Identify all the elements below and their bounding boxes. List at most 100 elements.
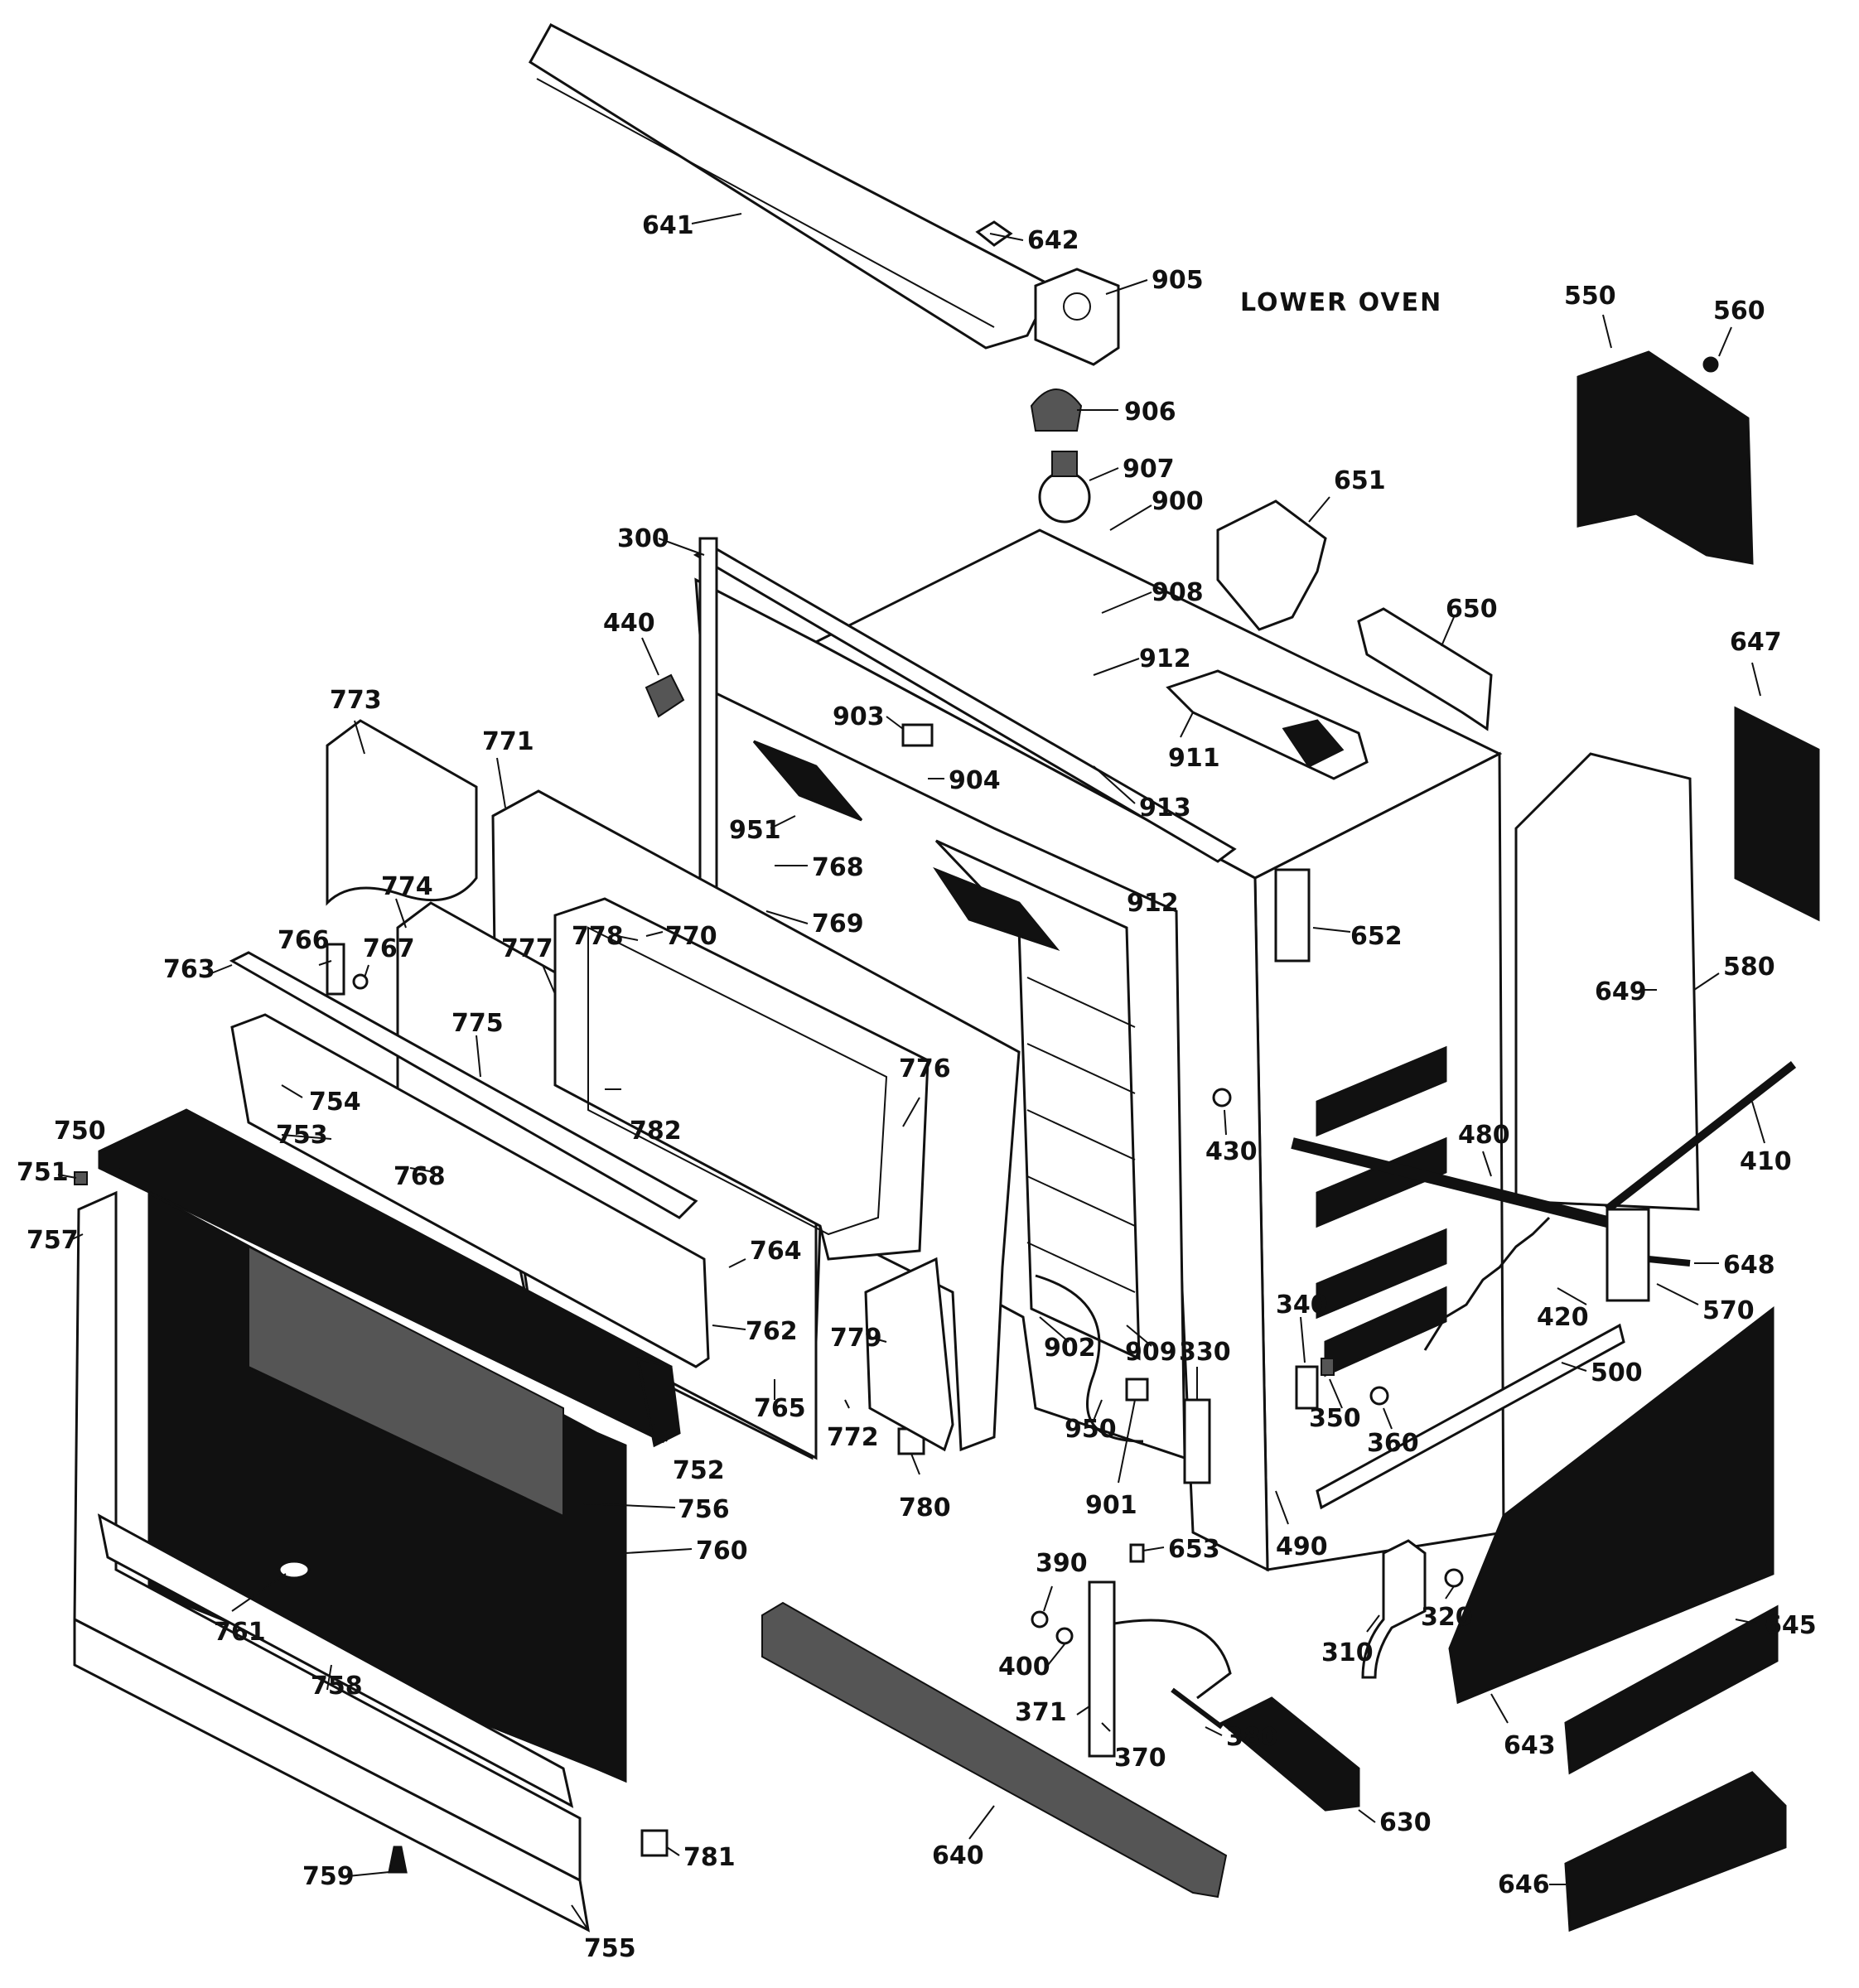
label-420: 420 (1537, 1303, 1589, 1332)
part-759-shape (388, 1846, 408, 1874)
label-648: 648 (1723, 1251, 1775, 1280)
rack-lines (1026, 977, 1136, 1293)
label-320: 320 (1421, 1603, 1473, 1632)
label-902: 902 (1044, 1334, 1096, 1363)
part-hinge-arc (1113, 1619, 1232, 1700)
label-641: 641 (642, 211, 694, 240)
part-779-shape (864, 1257, 954, 1452)
label-370: 370 (1114, 1744, 1166, 1773)
part-648-shape (1648, 1256, 1691, 1267)
label-640: 640 (932, 1841, 984, 1870)
label-570: 570 (1702, 1296, 1755, 1325)
part-903-shape (901, 723, 934, 747)
label-912a: 912 (1139, 644, 1191, 673)
label-761: 761 (214, 1618, 266, 1647)
part-646-shape (1564, 1771, 1787, 1933)
label-440: 440 (603, 609, 655, 638)
part-902-wire (1035, 1274, 1144, 1443)
label-371: 371 (1015, 1698, 1067, 1727)
label-777: 777 (501, 934, 553, 963)
label-766: 766 (278, 926, 330, 955)
part-901-shape (1125, 1378, 1149, 1402)
part-640-shape (761, 1601, 1228, 1899)
label-950: 950 (1065, 1415, 1117, 1444)
label-773: 773 (330, 686, 382, 715)
label-768b: 768 (394, 1162, 446, 1191)
part-776-glass (587, 926, 888, 1236)
side-slot-2 (1316, 1136, 1447, 1228)
label-758: 758 (311, 1672, 363, 1701)
part-763-shape (229, 951, 698, 1219)
liner-window-lower (933, 866, 1060, 952)
part-752-shape (636, 1356, 681, 1448)
part-580-shape (1514, 752, 1700, 1211)
artwork (73, 22, 1820, 1933)
part-766-shape (326, 943, 345, 996)
label-903: 903 (833, 702, 885, 731)
label-775: 775 (451, 1009, 504, 1038)
label-911: 911 (1168, 744, 1220, 773)
label-907: 907 (1123, 455, 1175, 484)
part-907-base (1051, 451, 1078, 477)
side-slot-3 (1316, 1228, 1447, 1320)
part-652-shape (1274, 868, 1311, 963)
label-764: 764 (750, 1237, 802, 1266)
part-570-shape (1606, 1208, 1650, 1302)
label-905: 905 (1152, 266, 1204, 295)
part-758-frame (97, 1513, 574, 1808)
part-400-shape (1055, 1627, 1074, 1645)
label-772: 772 (827, 1423, 879, 1452)
label-651: 651 (1334, 466, 1386, 495)
part-761-shape (278, 1560, 311, 1580)
part-380-shape (1171, 1687, 1224, 1730)
label-650: 650 (1446, 595, 1498, 624)
label-560: 560 (1713, 297, 1765, 326)
label-652: 652 (1350, 922, 1403, 951)
label-762: 762 (746, 1317, 798, 1346)
label-908: 908 (1152, 578, 1204, 607)
liner-window-upper (752, 740, 863, 822)
label-630: 630 (1379, 1808, 1432, 1837)
part-320-shape (1444, 1568, 1464, 1588)
label-753: 753 (276, 1121, 328, 1150)
label-300: 300 (617, 524, 669, 553)
label-776: 776 (899, 1054, 951, 1083)
label-901: 901 (1085, 1491, 1137, 1520)
label-755: 755 (584, 1934, 636, 1963)
part-647-shape (1734, 706, 1820, 922)
label-647: 647 (1730, 628, 1782, 657)
label-763: 763 (163, 955, 215, 984)
label-951: 951 (729, 816, 781, 845)
label-646: 646 (1498, 1870, 1550, 1899)
part-370-shape (1088, 1580, 1116, 1758)
label-410: 410 (1740, 1147, 1792, 1176)
label-490: 490 (1276, 1532, 1328, 1561)
part-500-shape (1316, 1323, 1625, 1510)
part-480-shape (1291, 1137, 1625, 1232)
part-905-shape (1034, 268, 1120, 366)
part-906-shape (1030, 388, 1083, 432)
label-774: 774 (381, 872, 433, 901)
label-909: 909 (1125, 1338, 1177, 1367)
part-420-shape (1423, 1216, 1551, 1351)
label-771: 771 (482, 727, 534, 756)
part-653-shape (1129, 1543, 1145, 1563)
part-630-shape (1219, 1696, 1360, 1812)
part-651-shape (1216, 499, 1327, 631)
part-756-shape (248, 1245, 564, 1518)
diagram-title: LOWER OVEN (1240, 288, 1442, 317)
label-756: 756 (678, 1495, 730, 1524)
label-390: 390 (1036, 1549, 1088, 1578)
part-762-shape (230, 1013, 710, 1368)
label-380: 380 (1226, 1723, 1278, 1752)
label-350: 350 (1309, 1404, 1361, 1433)
label-550: 550 (1564, 282, 1616, 311)
label-770: 770 (665, 922, 717, 951)
label-645: 645 (1765, 1611, 1817, 1640)
label-751: 751 (17, 1158, 69, 1187)
part-773-shape (326, 719, 478, 906)
label-754: 754 (309, 1088, 361, 1117)
label-913: 913 (1139, 794, 1191, 823)
label-782: 782 (630, 1117, 682, 1146)
part-550-shape (1577, 350, 1754, 565)
